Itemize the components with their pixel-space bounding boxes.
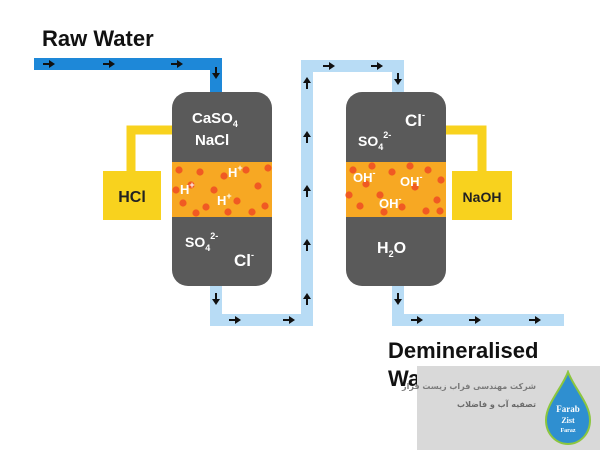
resin-beads	[172, 162, 445, 217]
flow-arrow-head	[289, 316, 295, 324]
anion-resin-ions: OH-OH-OH-	[353, 168, 423, 211]
hcl-feed-pipe	[126, 125, 178, 172]
resin-bead	[356, 202, 364, 210]
cation-resin-bed	[172, 162, 272, 217]
resin-bead	[398, 203, 406, 211]
hcl-tank	[103, 171, 161, 220]
flow-arrow-head	[303, 131, 311, 137]
flow-arrow-head	[394, 299, 402, 305]
flow-arrow-head	[49, 60, 55, 68]
resin-bead	[380, 208, 388, 216]
flow-arrow-head	[377, 62, 383, 70]
demineralised-outlet-pipe	[392, 285, 564, 326]
resin-bead	[261, 202, 269, 210]
flow-arrow-head	[303, 77, 311, 83]
anion-bottom-water: H2O	[377, 240, 406, 259]
resin-bead	[179, 199, 187, 207]
resin-bead	[248, 208, 256, 216]
resin-bead	[437, 176, 445, 184]
flow-arrow-head	[303, 185, 311, 191]
flow-arrow-head	[212, 299, 220, 305]
cation-top-formula: CaSO4	[192, 110, 238, 129]
svg-text:Zist: Zist	[561, 416, 575, 425]
demineralised-label: Demineralised	[388, 338, 538, 363]
resin-bead	[345, 191, 353, 199]
flow-arrow-head	[303, 293, 311, 299]
resin-bead	[411, 183, 419, 191]
raw-water-inlet-pipe	[34, 58, 222, 96]
naoh-tank	[452, 171, 512, 220]
hydroxide-ion-label: OH-	[400, 172, 423, 189]
resin-bead	[422, 207, 430, 215]
svg-text:Farab: Farab	[556, 404, 580, 414]
resin-bead	[362, 180, 370, 188]
resin-bead	[254, 182, 262, 190]
flow-arrow-head	[475, 316, 481, 324]
resin-bead	[242, 166, 250, 174]
raw-water-label: Raw Water	[42, 26, 154, 51]
resin-bead	[233, 197, 241, 205]
resin-bead	[368, 162, 376, 170]
flow-arrow-head	[303, 239, 311, 245]
resin-bead	[210, 186, 218, 194]
flow-arrows	[43, 60, 541, 324]
hydrogen-ion-label: H+	[180, 180, 195, 197]
resin-bead	[172, 186, 180, 194]
flow-arrow-head	[235, 316, 241, 324]
resin-bead	[196, 168, 204, 176]
resin-bead	[433, 196, 441, 204]
resin-bead	[264, 164, 272, 172]
naoh-label: NaOH	[463, 189, 502, 205]
watermark-company-name: شرکت مهندسی فراب زیست فراز	[402, 382, 536, 391]
anion-top-chloride: Cl-	[405, 110, 425, 130]
svg-text:Faraz: Faraz	[561, 428, 576, 434]
watermark-service-name: تصفیه آب و فاضلاب	[457, 400, 536, 409]
cation-bottom-sulfate: SO42-	[185, 231, 218, 253]
flow-arrow-head	[212, 73, 220, 79]
flow-arrow-head	[417, 316, 423, 324]
resin-bead	[192, 209, 200, 217]
water-drop-logo-icon: Farab Zist Faraz	[544, 370, 592, 446]
hydroxide-ion-label: OH-	[353, 168, 376, 185]
cation-resin-ions: H+ H+ H+	[180, 163, 243, 208]
resin-bead	[406, 162, 414, 170]
hydroxide-ion-label: OH-	[379, 194, 402, 211]
hcl-label: HCl	[118, 189, 146, 206]
resin-bead	[376, 191, 384, 199]
flow-arrow-head	[535, 316, 541, 324]
anion-top-sulfate: SO42-	[358, 130, 391, 152]
hydrogen-ion-label: H+	[228, 163, 243, 180]
flow-arrow-head	[394, 79, 402, 85]
resin-bead	[388, 168, 396, 176]
resin-bead	[349, 166, 357, 174]
flow-arrow-head	[109, 60, 115, 68]
hydrogen-ion-label: H+	[217, 191, 232, 208]
resin-bead	[187, 181, 195, 189]
resin-bead	[224, 208, 232, 216]
resin-bead	[424, 166, 432, 174]
company-watermark: شرکت مهندسی فراب زیست فراز تصفیه آب و فا…	[402, 366, 600, 450]
resin-bead	[202, 203, 210, 211]
cation-top-nacl: NaCl	[195, 132, 229, 149]
naoh-feed-pipe	[440, 125, 487, 172]
resin-bead	[175, 166, 183, 174]
resin-bead	[436, 207, 444, 215]
flow-arrow-head	[177, 60, 183, 68]
flow-arrow-head	[329, 62, 335, 70]
cation-bottom-chloride: Cl-	[234, 250, 254, 270]
resin-bead	[220, 172, 228, 180]
